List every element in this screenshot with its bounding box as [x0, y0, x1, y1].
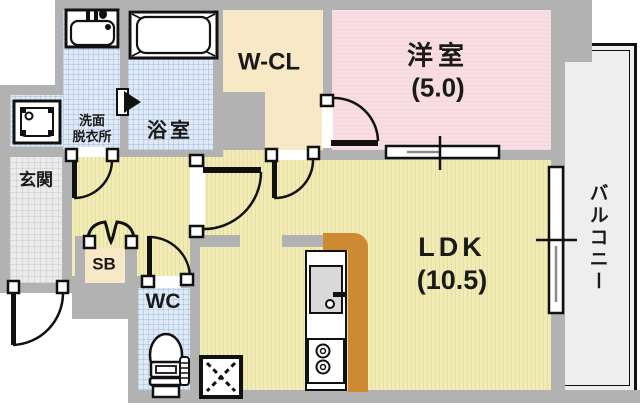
exterior-bottom-left	[72, 319, 128, 407]
western-room-label: 洋室 (5.0)	[406, 40, 470, 102]
balcony-label: バルコニー	[586, 183, 608, 293]
kitchen-counter-top	[323, 233, 368, 250]
wall-wcl-block	[223, 92, 265, 150]
entrance-label: 玄関	[19, 170, 53, 190]
wcl-doorway	[277, 150, 308, 160]
gas-stove	[307, 338, 345, 384]
shoebox-label: SB	[92, 254, 116, 274]
wall-wc-right	[190, 247, 200, 392]
wcl-label: W-CL	[237, 48, 301, 76]
ldk-label: LDK (10.5)	[416, 232, 488, 295]
entrance-floor	[10, 157, 62, 283]
western-room-doorway	[322, 97, 333, 148]
wall-kitchen-right	[282, 235, 325, 247]
wall-chunk-bottom-left	[72, 276, 138, 319]
wall-right-upper	[551, 10, 565, 160]
kitchen-counter-side	[348, 250, 368, 392]
wall-shoebox-left	[75, 236, 85, 276]
wc-label: WC	[145, 290, 181, 314]
wall-left	[0, 85, 10, 293]
wall-notch-horizontal	[0, 85, 63, 95]
wall-western-room-left	[323, 10, 332, 150]
wall-entrance-right	[62, 157, 72, 293]
washroom-label: 洗面 脱衣所	[72, 113, 112, 144]
wall-bottom	[128, 390, 640, 403]
bathroom-label: 浴室	[147, 119, 193, 142]
shoebox-floor	[85, 248, 125, 283]
wall-shoebox-right	[125, 236, 137, 276]
exterior-below-entrance	[0, 293, 72, 407]
washroom-doorway	[77, 147, 106, 157]
washroom-floor-extension	[10, 95, 63, 147]
ldk-doorway	[190, 167, 205, 225]
wc-doorway	[153, 276, 181, 288]
wall-top	[57, 0, 592, 10]
wall-right-lower	[551, 160, 565, 390]
wall-washroom-bathroom	[120, 10, 128, 150]
wcl-floor-wide	[223, 10, 323, 92]
kitchen-sink	[309, 265, 343, 314]
wall-wc-left	[128, 276, 138, 392]
wcl-floor-narrow	[265, 92, 323, 150]
wall-bathroom-right	[213, 10, 223, 150]
exterior-top-right	[592, 0, 640, 43]
wall-western-room-bottom	[315, 150, 553, 160]
wall-notch-vertical	[55, 0, 63, 95]
wall-kitchen-left	[190, 235, 240, 247]
